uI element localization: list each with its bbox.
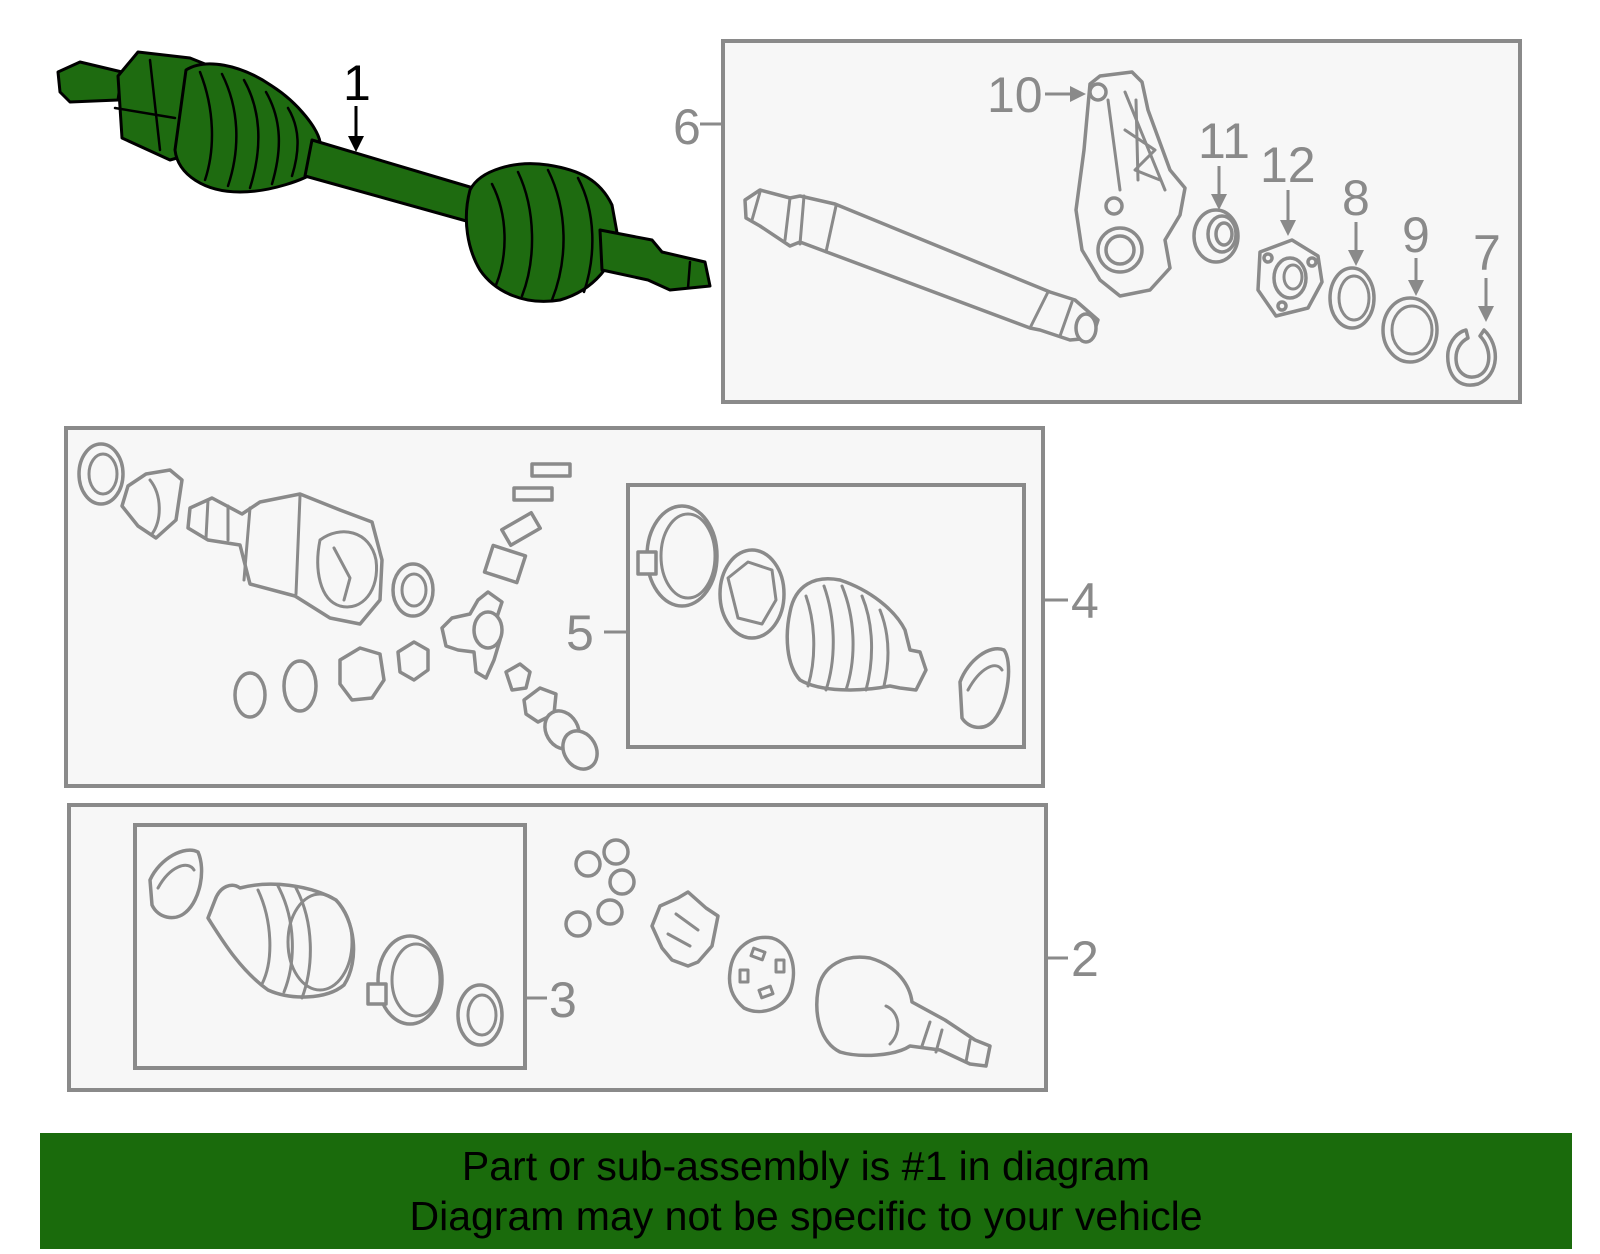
callout-7-arrow (1478, 306, 1494, 322)
outer-boot-clamp-large[interactable] (366, 934, 444, 1026)
callout-8-arrow (1348, 250, 1364, 266)
callout-5: 5 (566, 605, 594, 661)
dust-cap[interactable] (120, 468, 184, 540)
callout-10-arrow (1070, 86, 1086, 102)
callout-11: 11 (1198, 113, 1250, 169)
box-inner-boot-kit (626, 483, 1026, 749)
mounting-bracket[interactable] (1074, 70, 1187, 298)
inner-joint-housing[interactable] (186, 492, 384, 626)
callout-11-arrow (1211, 194, 1227, 210)
seal[interactable] (1328, 266, 1376, 330)
callout-3: 3 (549, 972, 577, 1028)
outer-cv-boot[interactable] (206, 882, 356, 1000)
outer-joint-housing[interactable] (815, 955, 992, 1068)
box-outer-boot-kit (133, 823, 527, 1070)
dust-seal[interactable] (1381, 296, 1439, 364)
joint-balls[interactable] (564, 838, 636, 938)
banner-line-2: Diagram may not be specific to your vehi… (409, 1193, 1203, 1239)
callout-7: 7 (1473, 225, 1501, 281)
outer-boot-clamp-small[interactable] (148, 848, 204, 920)
callout-12-arrow (1280, 220, 1296, 236)
callout-12: 12 (1260, 137, 1316, 193)
boot-clamp-small[interactable] (958, 647, 1011, 730)
inner-race[interactable] (650, 890, 720, 968)
ball-cage[interactable] (727, 935, 796, 1014)
washer[interactable] (391, 562, 435, 618)
bearing[interactable] (1192, 208, 1240, 264)
callout-9-arrow (1408, 280, 1424, 296)
banner-line-1: Part or sub-assembly is #1 in diagram (461, 1143, 1151, 1189)
callout-1-arrow (348, 136, 364, 152)
notice-banner: Part or sub-assembly is #1 in diagram Di… (40, 1133, 1572, 1249)
bearing-retainer-plate[interactable] (1256, 238, 1324, 318)
snap-ring[interactable] (1446, 328, 1498, 387)
inner-seal-ring[interactable] (77, 442, 125, 506)
tripod-rollers[interactable] (233, 640, 604, 775)
intermediate-shaft[interactable] (743, 188, 1100, 344)
needle-rollers[interactable] (482, 462, 572, 585)
boot-clamp-large[interactable] (636, 504, 719, 608)
inner-cv-boot[interactable] (785, 577, 928, 692)
axle-shaft-assembly[interactable] (56, 50, 712, 303)
boot-adapter[interactable] (718, 548, 786, 640)
tripod[interactable] (440, 590, 504, 680)
callout-8: 8 (1342, 170, 1370, 226)
callout-6: 6 (673, 99, 701, 155)
callout-10: 10 (987, 67, 1043, 123)
callout-9: 9 (1402, 207, 1430, 263)
callout-1: 1 (343, 55, 371, 111)
callout-2: 2 (1071, 931, 1099, 987)
outer-seal-ring[interactable] (456, 983, 504, 1047)
callout-4: 4 (1071, 573, 1099, 629)
